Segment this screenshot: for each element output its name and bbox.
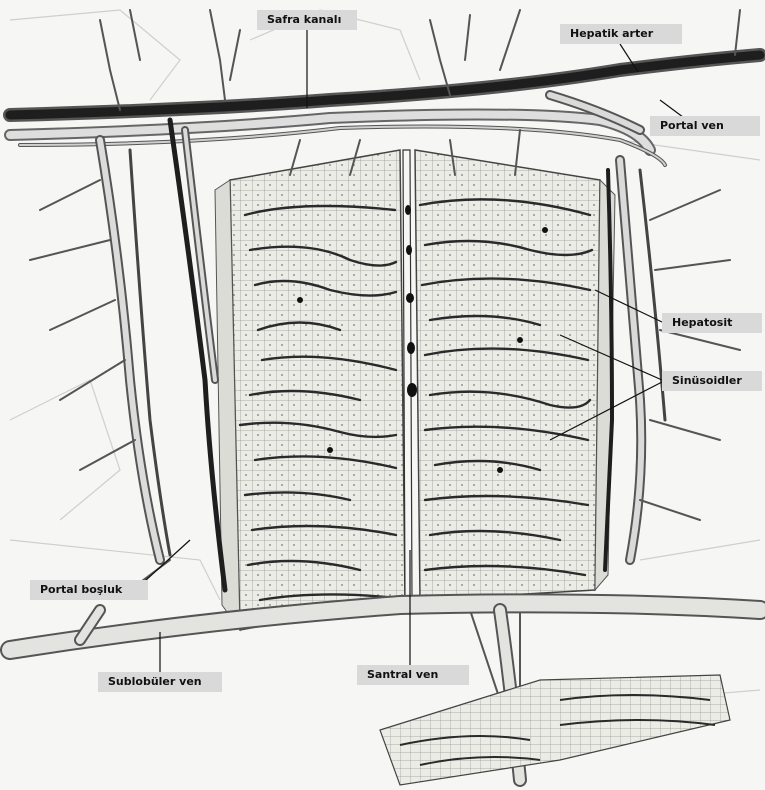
label-sublobuler-ven: Sublobüler ven <box>98 672 222 692</box>
label-portal-bosluk: Portal boşluk <box>30 580 148 600</box>
label-santral-ven: Santral ven <box>357 665 469 685</box>
label-hepatosit: Hepatosit <box>662 313 762 333</box>
label-safra-kanali: Safra kanalı <box>257 10 357 30</box>
lobule-left-half <box>230 150 405 630</box>
label-portal-ven: Portal ven <box>650 116 760 136</box>
label-hepatik-arter: Hepatik arter <box>560 24 682 44</box>
central-vein-channel <box>403 150 412 600</box>
label-sinusoidler: Sinüsoidler <box>662 371 762 391</box>
